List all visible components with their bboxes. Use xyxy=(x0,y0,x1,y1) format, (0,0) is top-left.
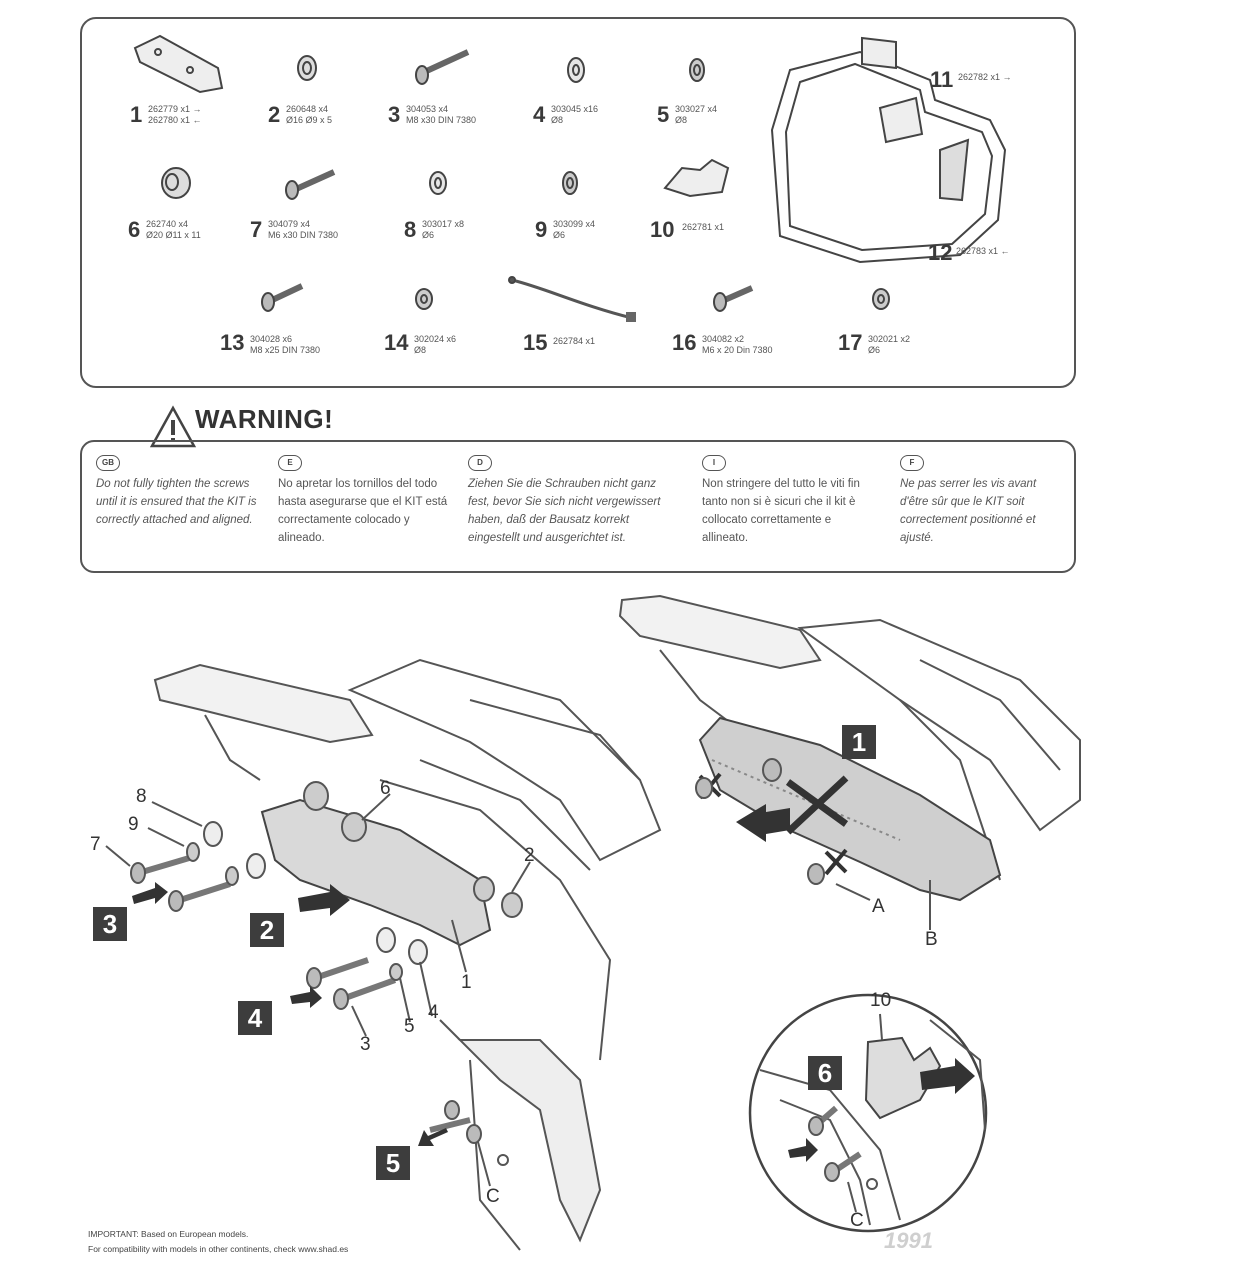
callout-10: 10 xyxy=(870,990,892,1011)
part-17-code: 302021 x2 Ø6 xyxy=(868,334,911,355)
part-3-code: 304053 x4 M8 x30 DIN 7380 xyxy=(406,104,477,125)
part-drawings xyxy=(133,34,1007,322)
part-1-label: 1 xyxy=(130,102,143,127)
part-7-label: 7 xyxy=(250,217,263,242)
step-3-badge: 3 xyxy=(93,907,127,941)
parts-list-panel xyxy=(80,17,1076,388)
warning-panel xyxy=(80,440,1076,573)
callout-2: 2 xyxy=(524,845,535,866)
warning-text-f: Ne pas serrer les vis avant d'être sûr q… xyxy=(900,478,1037,544)
warning-column-f: F Ne pas serrer les vis avant d'être sûr… xyxy=(900,452,1050,547)
part-1-code: 262779 x1 → 262780 x1 ← xyxy=(148,104,202,125)
step-6-badge: 6 xyxy=(808,1056,842,1090)
step-4-badge: 4 xyxy=(238,1001,272,1035)
part-6-label: 6 xyxy=(128,217,141,242)
callout-b: B xyxy=(925,929,938,950)
footer-compatibility-note: For compatibility with models in other c… xyxy=(88,1244,349,1254)
part-9-code: 303099 x4 Ø6 xyxy=(553,219,596,240)
step-1-badge: 1 xyxy=(842,725,876,759)
part-5-code: 303027 x4 Ø8 xyxy=(675,104,718,125)
part-14-label: 14 xyxy=(384,330,409,355)
warning-title: WARNING! xyxy=(195,404,334,434)
callout-4: 4 xyxy=(428,1002,439,1023)
callout-9: 9 xyxy=(128,814,139,835)
callout-1: 1 xyxy=(461,972,472,993)
part-13-code: 304028 x6 M8 x25 DIN 7380 xyxy=(250,334,321,355)
step-2-badge: 2 xyxy=(250,913,284,947)
part-2-code: 260648 x4 Ø16 Ø9 x 5 xyxy=(286,104,333,125)
callout-5: 5 xyxy=(404,1016,415,1037)
flag-i-icon: I xyxy=(702,455,726,471)
warning-text-i: Non stringere del tutto le viti fin tant… xyxy=(702,478,860,544)
part-11-code: 262782 x1 → xyxy=(958,72,1012,82)
part-7-code: 304079 x4 M6 x30 DIN 7380 xyxy=(268,219,339,240)
part-15-label: 15 xyxy=(523,330,548,355)
part-10-label: 10 xyxy=(650,217,675,242)
part-8-code: 303017 x8 Ø6 xyxy=(422,219,465,240)
warning-text-e: No apretar los tornillos del todo hasta … xyxy=(278,478,448,544)
part-12-label: 12 xyxy=(928,240,953,265)
callout-6: 6 xyxy=(380,778,391,799)
warning-text-d: Ziehen Sie die Schrauben nicht ganz fest… xyxy=(468,478,661,544)
callout-c-right: C xyxy=(850,1210,864,1231)
part-4-code: 303045 x16 Ø8 xyxy=(551,104,599,125)
callout-c-left: C xyxy=(486,1186,500,1207)
part-4-label: 4 xyxy=(533,102,546,127)
part-16-code: 304082 x2 M6 x 20 Din 7380 xyxy=(702,334,773,355)
part-10-code: 262781 x1 xyxy=(682,222,725,232)
step-5-badge: 5 xyxy=(376,1146,410,1180)
warning-text-gb: Do not fully tighten the screws until it… xyxy=(96,478,257,526)
warning-column-d: D Ziehen Sie die Schrauben nicht ganz fe… xyxy=(468,452,673,547)
watermark: 1991 xyxy=(884,1228,933,1253)
part-3-label: 3 xyxy=(388,102,401,127)
part-6-code: 262740 x4 Ø20 Ø11 x 11 xyxy=(146,219,201,240)
part-8-label: 8 xyxy=(404,217,417,242)
part-14-code: 302024 x6 Ø8 xyxy=(414,334,457,355)
warning-column-e: E No apretar los tornillos del todo hast… xyxy=(278,452,448,547)
flag-d-icon: D xyxy=(468,455,492,471)
flag-gb-icon: GB xyxy=(96,455,120,471)
part-11-label: 11 xyxy=(930,67,954,92)
part-17-label: 17 xyxy=(838,330,863,355)
callout-a: A xyxy=(872,896,885,917)
part-16-label: 16 xyxy=(672,330,697,355)
flag-e-icon: E xyxy=(278,455,302,471)
part-2-label: 2 xyxy=(268,102,281,127)
warning-column-gb: GB Do not fully tighten the screws until… xyxy=(96,452,266,529)
callout-8: 8 xyxy=(136,786,147,807)
flag-f-icon: F xyxy=(900,455,924,471)
part-15-code: 262784 x1 xyxy=(553,336,596,346)
part-13-label: 13 xyxy=(220,330,245,355)
callout-3: 3 xyxy=(360,1034,371,1055)
warning-column-i: I Non stringere del tutto le viti fin ta… xyxy=(702,452,872,547)
callout-7: 7 xyxy=(90,834,101,855)
part-12-code: 262783 x1 ← xyxy=(956,246,1010,256)
footer-important-note: IMPORTANT: Based on European models. xyxy=(88,1229,249,1239)
part-5-label: 5 xyxy=(657,102,670,127)
part-9-label: 9 xyxy=(535,217,548,242)
